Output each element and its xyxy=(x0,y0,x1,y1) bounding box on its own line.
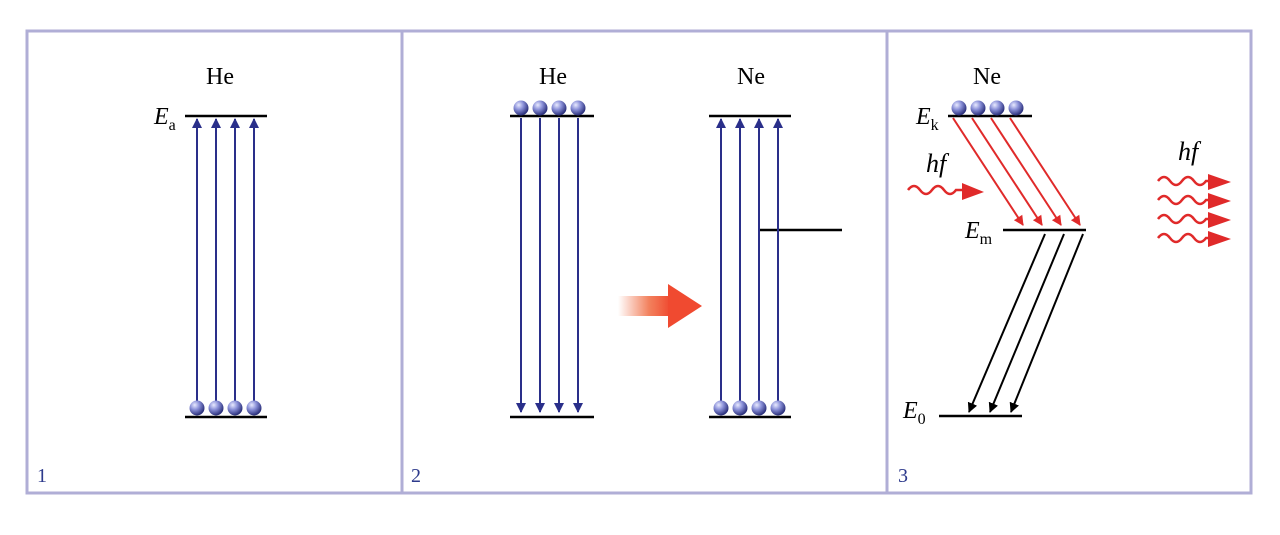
panel-3-stimulated-arrows xyxy=(952,117,1081,226)
wavy-photon-arrow-icon xyxy=(1157,174,1231,190)
electron-sphere-icon xyxy=(513,100,529,116)
panel-1-pump-arrows xyxy=(192,118,259,404)
wavy-photon-arrow-icon xyxy=(907,183,984,200)
panel-3-frame xyxy=(885,29,1253,495)
panel-3-level-E0-label: E0 xyxy=(902,398,926,428)
electron-sphere-icon xyxy=(951,100,967,116)
panel-1-level-Ea-label: Ea xyxy=(153,104,176,134)
electron-sphere-icon xyxy=(970,100,986,116)
wavy-photon-arrow-icon xyxy=(1157,193,1231,209)
electron-sphere-icon xyxy=(189,400,205,416)
panel-2-ne-electrons xyxy=(713,400,786,416)
decay-arrow xyxy=(967,233,1046,413)
electron-sphere-icon xyxy=(246,400,262,416)
panel-2-he-electrons xyxy=(513,100,586,116)
electron-sphere-icon xyxy=(532,100,548,116)
decay-arrow xyxy=(988,233,1065,413)
panel-3-number: 3 xyxy=(898,465,908,487)
wavy-photon-arrow-icon xyxy=(1157,231,1231,247)
stimulated-emission-arrow xyxy=(971,117,1043,226)
panel-2-he-label: He xyxy=(539,64,567,90)
panel-1-number: 1 xyxy=(37,465,47,487)
panel-3-photon-in-label: hf xyxy=(926,149,950,178)
panel-3-electrons xyxy=(951,100,1024,116)
panel-1-frame xyxy=(25,29,404,495)
panel-3-outgoing-photons xyxy=(1157,174,1231,247)
panel-3-decay-arrows xyxy=(967,233,1084,413)
panel-2: He Ne xyxy=(411,64,842,487)
panel-3-atom-label: Ne xyxy=(973,64,1001,90)
panel-3: Ne Ek Em E0 hf xyxy=(898,64,1231,487)
electron-sphere-icon xyxy=(208,400,224,416)
panel-2-number: 2 xyxy=(411,465,421,487)
panel-1-electrons xyxy=(189,400,262,416)
stimulated-emission-arrow xyxy=(1009,117,1081,226)
panel-2-ne-label: Ne xyxy=(737,64,765,90)
electron-sphere-icon xyxy=(989,100,1005,116)
electron-sphere-icon xyxy=(770,400,786,416)
electron-sphere-icon xyxy=(551,100,567,116)
wavy-photon-arrow-icon xyxy=(1157,212,1231,228)
panel-3-level-Em-label: Em xyxy=(964,218,993,248)
electron-sphere-icon xyxy=(732,400,748,416)
panel-1: He Ea 1 xyxy=(37,64,267,487)
electron-sphere-icon xyxy=(227,400,243,416)
panel-3-photon-out-label: hf xyxy=(1178,137,1202,166)
stimulated-emission-arrow xyxy=(952,117,1024,226)
electron-sphere-icon xyxy=(570,100,586,116)
panel-3-level-Ek-label: Ek xyxy=(915,104,939,134)
decay-arrow xyxy=(1009,233,1084,413)
energy-transfer-arrow-icon xyxy=(618,284,702,328)
panel-1-atom-label: He xyxy=(206,64,234,90)
electron-sphere-icon xyxy=(751,400,767,416)
electron-sphere-icon xyxy=(1008,100,1024,116)
electron-sphere-icon xyxy=(713,400,729,416)
panel-2-frame xyxy=(400,29,889,495)
panel-2-he-decay-arrows xyxy=(516,118,583,413)
stimulated-emission-arrow xyxy=(990,117,1062,226)
panel-2-ne-pump-arrows xyxy=(716,118,783,404)
